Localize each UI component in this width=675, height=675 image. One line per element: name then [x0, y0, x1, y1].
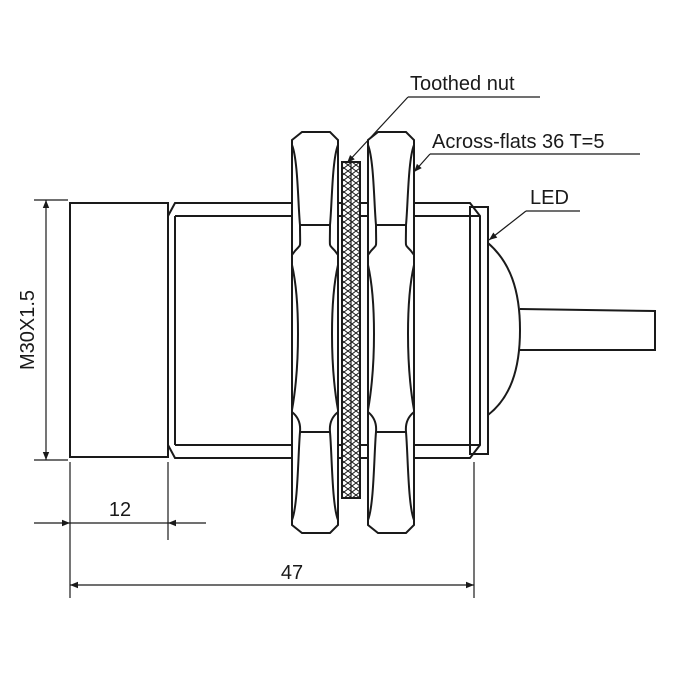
total-length-dimension: 47 — [69, 462, 475, 598]
across-flats-callout: Across-flats 36 T=5 — [413, 131, 640, 173]
left-hex-nut — [291, 131, 339, 534]
led-callout: LED — [488, 187, 580, 241]
right-hex-nut — [367, 131, 415, 534]
rear-cap — [469, 206, 489, 455]
toothed-nut-label: Toothed nut — [410, 73, 515, 95]
toothed-nut — [341, 161, 361, 499]
thread-label: M30X1.5 — [17, 290, 39, 370]
face-length-label: 12 — [109, 499, 131, 521]
led-label: LED — [530, 187, 569, 209]
led-dome — [487, 242, 522, 416]
thread-dimension: M30X1.5 — [17, 199, 68, 461]
total-length-label: 47 — [281, 562, 303, 584]
toothed-nut-callout: Toothed nut — [346, 73, 540, 164]
face-length-dimension: 12 — [34, 462, 206, 540]
sensing-face — [69, 202, 169, 458]
cable — [519, 308, 656, 351]
across-flats-label: Across-flats 36 T=5 — [432, 131, 604, 153]
